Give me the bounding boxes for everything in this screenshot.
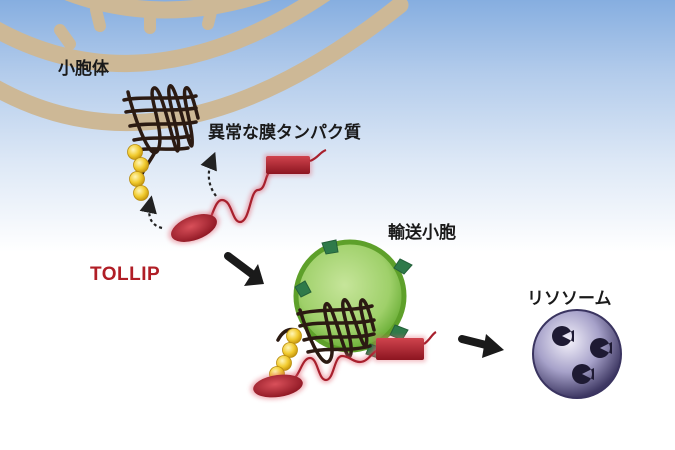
vesicle-label: 輸送小胞 <box>388 223 456 243</box>
golgi-label: 小胞体 <box>58 59 109 79</box>
golgi-membrane <box>0 0 409 132</box>
vesicle-wavy-linker <box>290 347 380 384</box>
dotted-arrows <box>139 151 217 230</box>
tollip-protein-upper <box>168 211 220 245</box>
upper-wavy-linker <box>202 169 272 229</box>
upper-ubiquitin-chain <box>127 144 149 201</box>
tollip-label: TOLLIP <box>90 264 161 285</box>
tollip-protein-vesicle <box>250 372 306 400</box>
vesicle-abnormal-protein <box>374 331 437 362</box>
vesicle-membrane-coil <box>276 298 376 364</box>
vesicle-ubiquitin-chain <box>269 328 302 382</box>
lysosome <box>532 309 622 399</box>
abnormal-protein-label: 異常な膜タンパク質 <box>208 123 361 143</box>
arrow-to-lysosome <box>458 334 504 358</box>
golgi-membrane-ticks <box>54 2 218 50</box>
lysosome-label: リソソーム <box>527 289 612 309</box>
upper-abnormal-protein <box>264 148 327 176</box>
arrow-to-vesicle <box>224 252 264 286</box>
